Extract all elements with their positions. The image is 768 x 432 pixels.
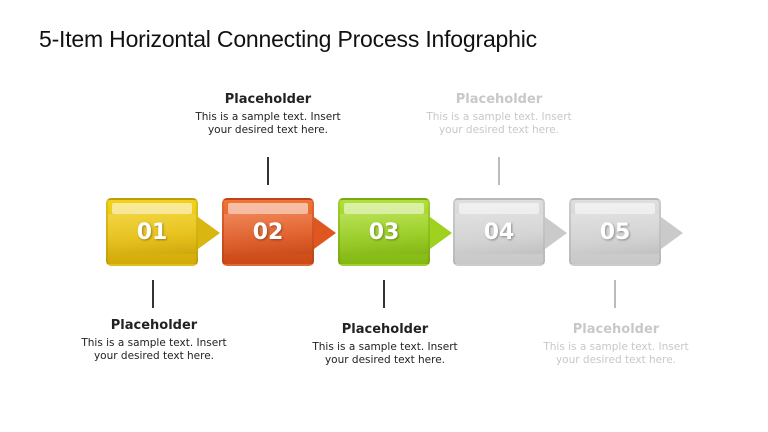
step-heading: Placeholder [455,92,543,107]
step-label-3: Placeholder This is a sample text. Inser… [300,322,470,367]
step-box: 01 [106,198,198,266]
box-gloss [340,214,428,254]
step-number: 04 [483,220,515,245]
step-heading: Placeholder [572,322,660,337]
arrow-right-icon [430,217,452,249]
process-step-5: 05 [569,198,683,268]
step-text-line2: your desired text here. [555,354,677,366]
step-box: 03 [338,198,430,266]
step-number: 02 [252,220,284,245]
box-highlight [459,203,539,214]
step-text-line2: your desired text here. [324,354,446,366]
process-step-1: 01 [106,198,220,268]
step-number: 01 [136,220,168,245]
box-highlight [575,203,655,214]
step-text-line2: your desired text here. [207,124,329,136]
step-text-line2: your desired text here. [438,124,560,136]
connector-line-1 [152,280,154,308]
box-highlight [344,203,424,214]
box-gloss [571,214,659,254]
step-label-4: Placeholder This is a sample text. Inser… [414,92,584,137]
slide-title: 5-Item Horizontal Connecting Process Inf… [39,26,537,52]
connector-line-2 [267,157,269,185]
step-text-line2: your desired text here. [93,350,215,362]
step-label-2: Placeholder This is a sample text. Inser… [183,92,353,137]
step-text-line1: This is a sample text. Insert [312,341,458,353]
step-text-line1: This is a sample text. Insert [81,337,227,349]
step-box: 05 [569,198,661,266]
step-number: 03 [368,220,400,245]
step-box: 02 [222,198,314,266]
box-highlight [112,203,192,214]
arrow-right-icon [545,217,567,249]
step-text-line1: This is a sample text. Insert [543,341,689,353]
step-heading: Placeholder [110,318,198,333]
step-box: 04 [453,198,545,266]
step-label-1: Placeholder This is a sample text. Inser… [69,318,239,363]
box-gloss [108,214,196,254]
box-gloss [224,214,312,254]
arrow-right-icon [661,217,683,249]
process-step-2: 02 [222,198,336,268]
step-text-line1: This is a sample text. Insert [426,111,572,123]
step-label-5: Placeholder This is a sample text. Inser… [531,322,701,367]
step-text-line1: This is a sample text. Insert [195,111,341,123]
connector-line-3 [383,280,385,308]
box-highlight [228,203,308,214]
box-gloss [455,214,543,254]
arrow-right-icon [198,217,220,249]
process-step-3: 03 [338,198,452,268]
connector-line-5 [614,280,616,308]
process-step-4: 04 [453,198,567,268]
step-number: 05 [599,220,631,245]
step-heading: Placeholder [224,92,312,107]
step-heading: Placeholder [341,322,429,337]
arrow-right-icon [314,217,336,249]
connector-line-4 [498,157,500,185]
